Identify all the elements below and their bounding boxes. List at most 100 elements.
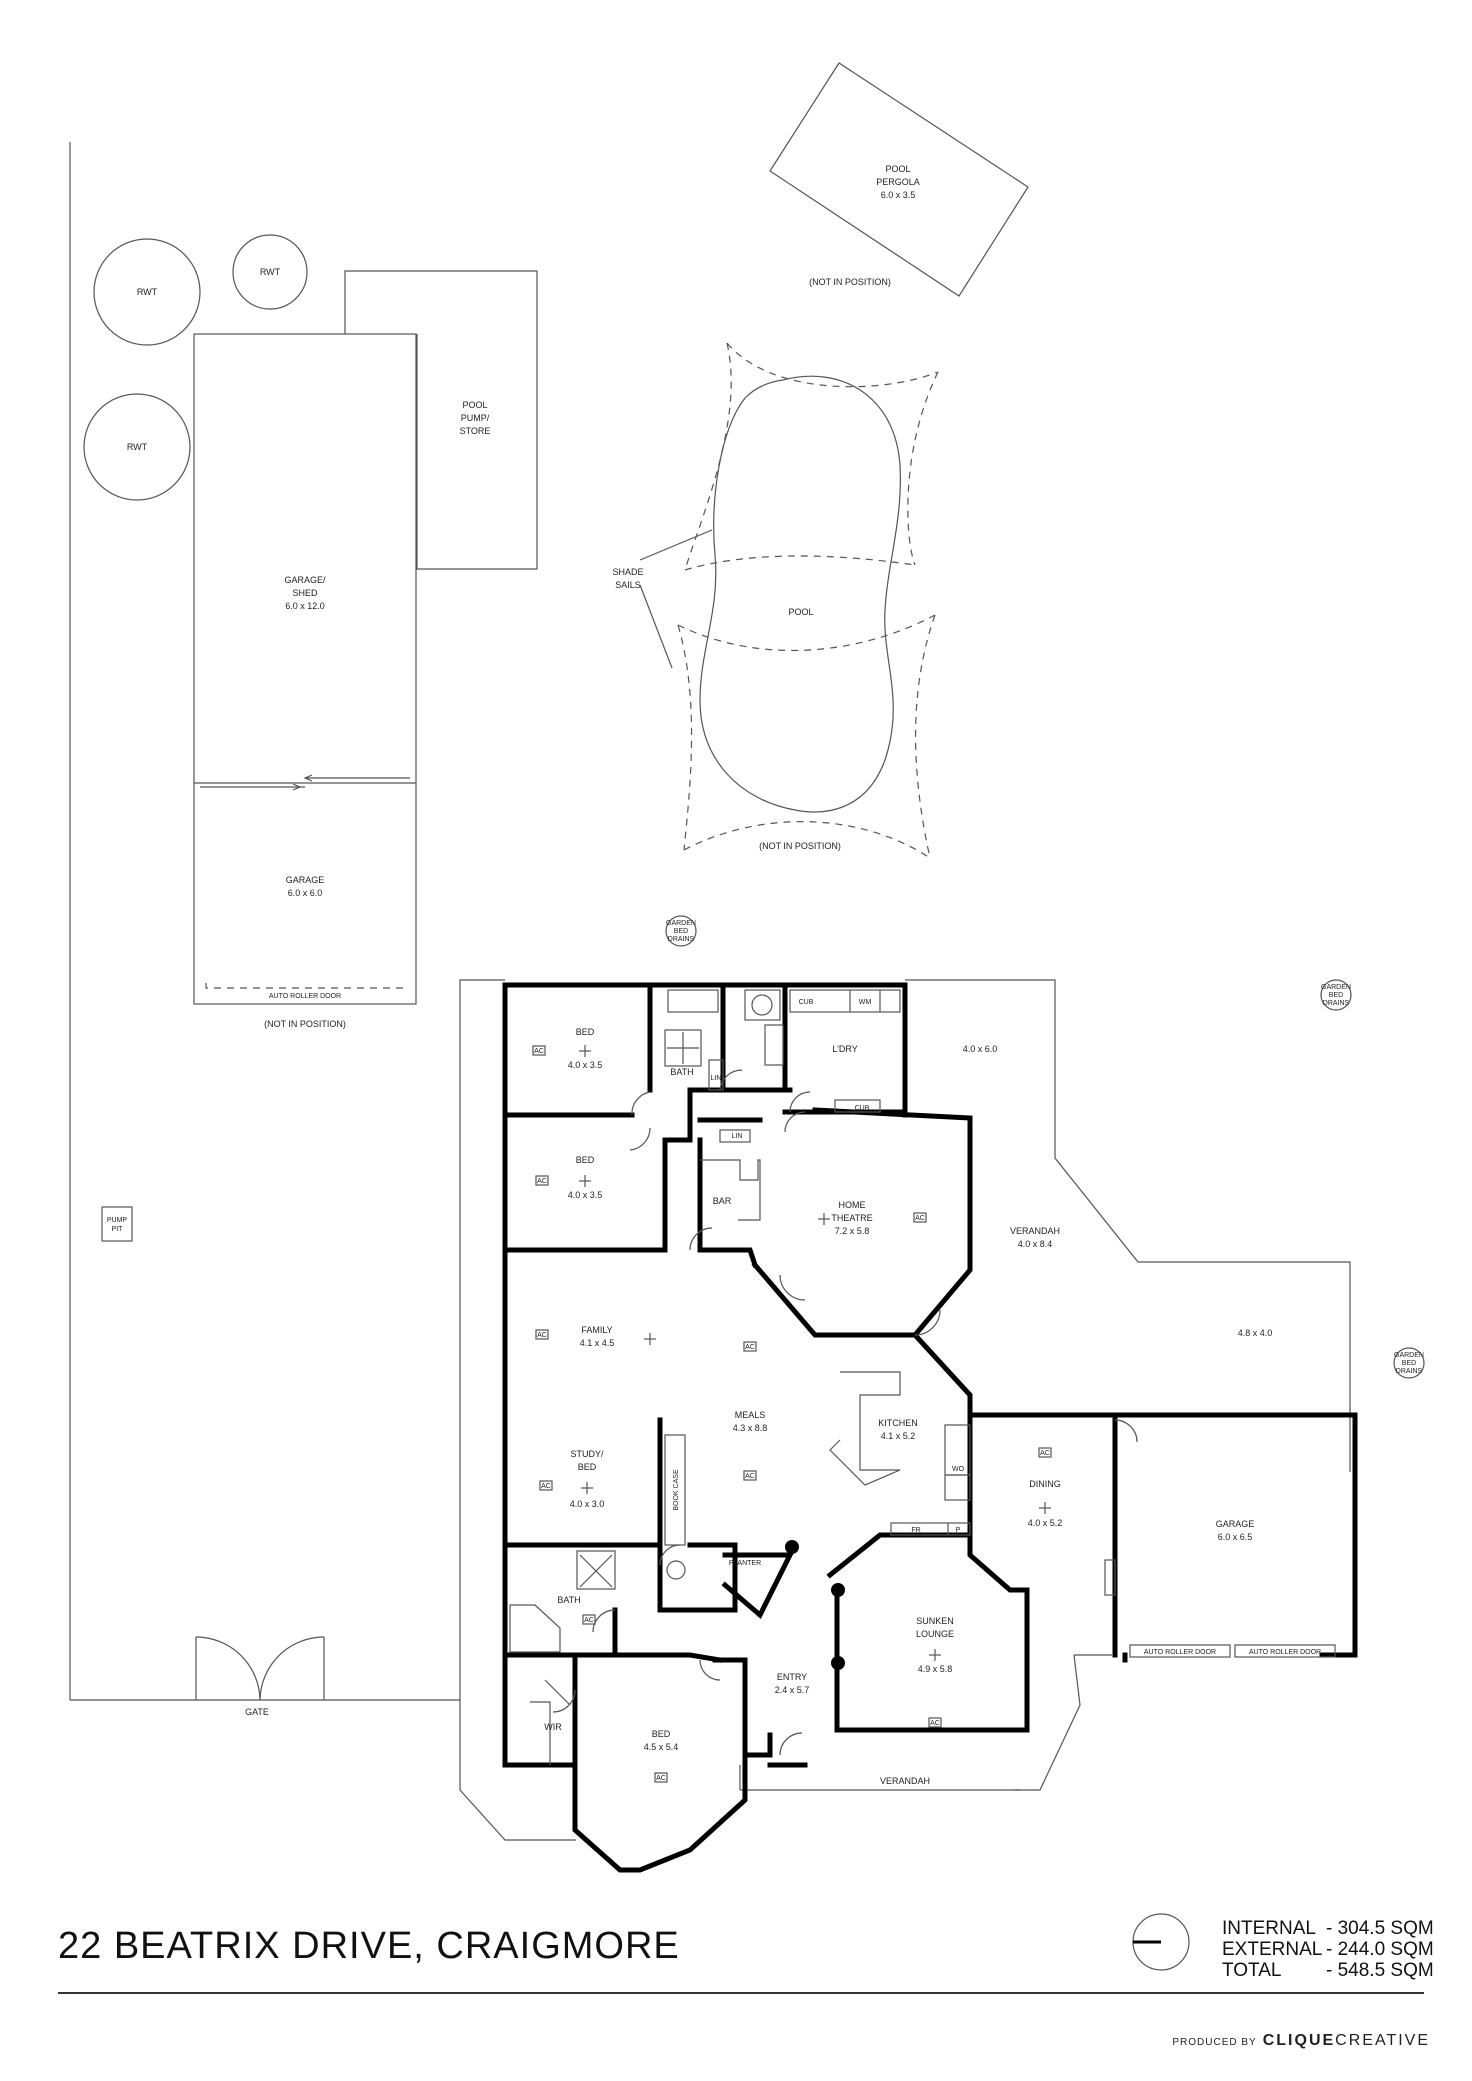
brand-name-part-1: CLIQUE (1262, 2032, 1336, 2049)
svg-text:STORE: STORE (460, 426, 491, 436)
brand-name-part-2: CREATIVE (1335, 2032, 1430, 2049)
page-title: 22 BEATRIX DRIVE, CRAIGMORE (58, 1925, 680, 1967)
svg-text:PUMP: PUMP (107, 1217, 128, 1224)
svg-text:GARAGE: GARAGE (1216, 1519, 1255, 1529)
area-row-external: EXTERNAL - 244.0 SQM (1222, 1939, 1434, 1960)
ac-markers: AC AC AC AC AC AC AC AC AC AC AC (532, 1045, 1052, 1783)
svg-text:SHED: SHED (292, 588, 318, 598)
svg-text:AUTO ROLLER DOOR: AUTO ROLLER DOOR (1249, 1649, 1321, 1656)
svg-text:DINING: DINING (1029, 1479, 1061, 1489)
svg-text:RWT: RWT (127, 442, 148, 452)
pool-pump-store: POOL PUMP/ STORE (344, 270, 538, 570)
svg-text:CUB: CUB (855, 1105, 870, 1112)
svg-text:LIN: LIN (732, 1133, 743, 1140)
svg-text:BATH: BATH (557, 1595, 580, 1605)
svg-text:PUMP/: PUMP/ (461, 413, 490, 423)
garden-bed-drains: GARDEN BED DRAINS (1393, 1347, 1425, 1379)
svg-text:BED: BED (652, 1729, 671, 1739)
svg-text:DRAINS: DRAINS (668, 936, 695, 943)
svg-text:4.0 x 3.5: 4.0 x 3.5 (568, 1060, 603, 1070)
svg-text:WO: WO (952, 1466, 965, 1473)
svg-text:AUTO ROLLER DOOR: AUTO ROLLER DOOR (1144, 1649, 1216, 1656)
fixtures (509, 989, 1116, 1765)
svg-text:AC: AC (656, 1775, 666, 1782)
door-swings (552, 1069, 1138, 1756)
house-walls (502, 982, 1358, 1873)
garage-shed: GARAGE/ SHED 6.0 x 12.0 GARAGE 6.0 x 6.0… (193, 333, 417, 1029)
svg-text:AC: AC (537, 1178, 547, 1185)
svg-text:FR: FR (911, 1527, 920, 1534)
svg-text:GARAGE: GARAGE (286, 875, 325, 885)
area-value: - 304.5 SQM (1326, 1918, 1434, 1939)
area-row-internal: INTERNAL - 304.5 SQM (1222, 1918, 1434, 1939)
svg-text:AC: AC (537, 1332, 547, 1339)
rain-water-tank: RWT (83, 393, 191, 501)
svg-text:AC: AC (541, 1483, 551, 1490)
area-label: TOTAL (1222, 1960, 1282, 1981)
ceiling-fans (579, 1045, 1051, 1661)
svg-text:BOOK CASE: BOOK CASE (673, 1469, 680, 1511)
svg-text:WM: WM (859, 999, 872, 1006)
svg-text:4.3 x 8.8: 4.3 x 8.8 (733, 1423, 768, 1433)
svg-text:GARDEN: GARDEN (1394, 1352, 1424, 1359)
svg-text:CUB: CUB (799, 999, 814, 1006)
svg-text:BED: BED (576, 1027, 595, 1037)
svg-text:POOL: POOL (788, 607, 813, 617)
divider (58, 1992, 1424, 1994)
svg-text:BED: BED (1329, 992, 1343, 999)
svg-text:AC: AC (745, 1344, 755, 1351)
svg-text:GATE: GATE (245, 1707, 269, 1717)
area-value: - 548.5 SQM (1326, 1960, 1434, 1981)
svg-text:HOME: HOME (839, 1200, 866, 1210)
svg-text:(NOT IN POSITION): (NOT IN POSITION) (759, 841, 841, 851)
svg-text:SAILS: SAILS (615, 580, 641, 590)
svg-text:PERGOLA: PERGOLA (876, 177, 920, 187)
svg-text:WIR: WIR (544, 1722, 562, 1732)
svg-text:AUTO ROLLER DOOR: AUTO ROLLER DOOR (269, 993, 341, 1000)
svg-text:4.0 x 3.5: 4.0 x 3.5 (568, 1190, 603, 1200)
svg-text:4.9 x 5.8: 4.9 x 5.8 (918, 1664, 953, 1674)
svg-text:6.0 x 6.5: 6.0 x 6.5 (1218, 1532, 1253, 1542)
svg-text:BED: BED (1402, 1360, 1416, 1367)
svg-text:POOL: POOL (885, 164, 910, 174)
svg-text:POOL: POOL (462, 400, 487, 410)
svg-text:4.0 x 6.0: 4.0 x 6.0 (963, 1044, 998, 1054)
svg-text:7.2 x 5.8: 7.2 x 5.8 (835, 1226, 870, 1236)
svg-text:BED: BED (576, 1155, 595, 1165)
svg-text:VERANDAH: VERANDAH (880, 1776, 930, 1786)
svg-text:LIN: LIN (711, 1075, 722, 1082)
svg-text:DRAINS: DRAINS (1396, 1368, 1423, 1375)
svg-text:RWT: RWT (137, 287, 158, 297)
area-value: - 244.0 SQM (1326, 1939, 1434, 1960)
svg-text:VERANDAH: VERANDAH (1010, 1226, 1060, 1236)
svg-text:PIT: PIT (112, 1226, 124, 1233)
pool-pergola: POOL PERGOLA 6.0 x 3.5 (NOT IN POSITION) (769, 62, 1029, 297)
svg-text:KITCHEN: KITCHEN (878, 1418, 918, 1428)
svg-text:L'DRY: L'DRY (832, 1044, 858, 1054)
svg-text:4.1 x 5.2: 4.1 x 5.2 (881, 1431, 916, 1441)
pool: POOL SHADE SAILS (NOT IN POSITION) (612, 342, 939, 859)
svg-text:AC: AC (930, 1720, 940, 1727)
svg-text:GARAGE/: GARAGE/ (284, 575, 326, 585)
svg-text:AC: AC (534, 1048, 544, 1055)
verandah-outline (459, 979, 1351, 1841)
svg-text:AC: AC (584, 1617, 594, 1624)
svg-text:PLANTER: PLANTER (729, 1560, 761, 1567)
svg-text:THEATRE: THEATRE (831, 1213, 872, 1223)
svg-text:FAMILY: FAMILY (581, 1325, 612, 1335)
svg-text:2.4 x 5.7: 2.4 x 5.7 (775, 1685, 810, 1695)
svg-text:GARDEN: GARDEN (666, 920, 696, 927)
rain-water-tank: RWT (93, 238, 201, 346)
svg-text:SHADE: SHADE (612, 567, 643, 577)
svg-text:4.0 x 5.2: 4.0 x 5.2 (1028, 1518, 1063, 1528)
svg-text:MEALS: MEALS (735, 1410, 766, 1420)
svg-text:4.0 x 8.4: 4.0 x 8.4 (1018, 1239, 1053, 1249)
svg-text:AC: AC (1040, 1450, 1050, 1457)
area-row-total: TOTAL - 548.5 SQM (1222, 1960, 1434, 1981)
svg-text:4.8 x 4.0: 4.8 x 4.0 (1238, 1328, 1273, 1338)
garden-bed-drains: GARDEN BED DRAINS (665, 915, 697, 947)
svg-text:AC: AC (915, 1215, 925, 1222)
area-label: INTERNAL (1222, 1918, 1316, 1939)
